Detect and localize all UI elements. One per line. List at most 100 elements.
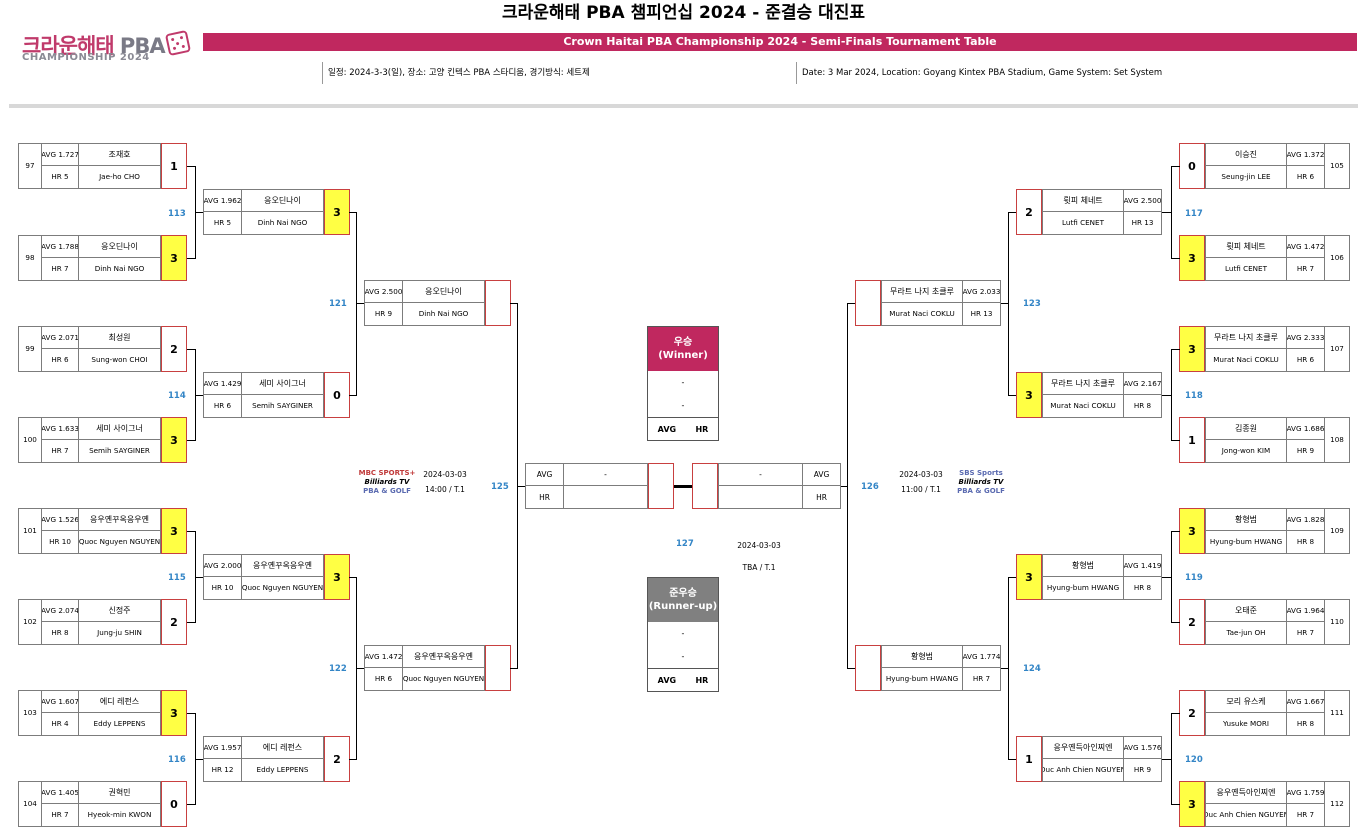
match-score: 3 [1016,372,1042,418]
banner: Crown Haitai PBA Championship 2024 - Sem… [203,33,1357,51]
bracket-line [1008,577,1009,760]
bracket-line [1008,759,1016,760]
player-hr: HR 6 [204,395,242,417]
header-rule [9,104,1358,108]
broadcast-left-c: PBA & GOLF [363,487,411,495]
bracket-line [349,212,357,213]
player-name-en: Hyung-bum HWANG [885,674,959,684]
schedule-left: 2024-03-03 14:00 / T.1 [410,467,480,497]
player-avg: AVG 2.000 [204,555,242,577]
match-number: 113 [168,209,186,219]
bracket-line [356,303,364,304]
player-hr: HR 6 [365,668,403,690]
player-hr: HR 9 [1286,440,1324,462]
bracket-line [1171,713,1172,805]
player-hr: HR 6 [1286,349,1324,371]
pba-logo-subtitle: CHAMPIONSHIP 2024 [22,52,150,63]
player-name-kr: 응오딘나이 [242,190,323,212]
winner-hr: HR [695,424,709,434]
player-name-kr: 륏피 체네트 [1206,236,1286,258]
player-name-en: Hyung-bum HWANG [1046,583,1120,593]
final-left-name: - [564,464,647,486]
player-name-en: Quoc Nguyen NGUYEN [79,537,160,547]
player-hr: HR 6 [42,349,79,371]
seed-number: 102 [19,600,42,644]
player-hr: HR 8 [1123,395,1161,417]
match-score: 1 [1179,417,1205,463]
player-name-kr: 에디 레펀스 [242,737,323,759]
player-avg: AVG 1.372 [1286,144,1324,166]
match-score: 3 [1179,326,1205,372]
player-avg: AVG 1.472 [365,646,403,668]
player-name-kr: 오태준 [1206,600,1286,622]
bracket-line [1171,804,1180,805]
match-score: 3 [1179,781,1205,827]
broadcast-right-c: PBA & GOLF [957,487,1005,495]
bracket-line [349,759,357,760]
seed-number: 101 [19,509,42,553]
player-avg: AVG 1.607 [42,691,79,713]
runnerup-label: 준우승 (Runner-up) [648,578,718,622]
schedule-right-time: 11:00 / T.1 [901,485,941,494]
player-hr: HR 9 [365,303,403,325]
player-name-en: Jong-won KIM [1221,446,1271,456]
player-name-en: Hyeok-min KWON [87,810,152,820]
player-name-en: Jae-ho CHO [99,172,140,182]
final-right-slot: - AVG HR [718,463,841,509]
player-name-en: Murat Naci COKLU [1050,401,1116,411]
bracket-line [349,395,357,396]
match-number: 114 [168,391,186,401]
match-score [485,280,511,326]
player-name-kr: 응우옌득아인찌엔 [1043,737,1123,759]
match-score: 0 [161,781,187,827]
match-score: 3 [1016,554,1042,600]
match-score: 3 [161,690,187,736]
bracket-line [1171,258,1180,259]
winner-label: 우승 (Winner) [648,327,718,371]
player-name-kr: 조재호 [79,144,160,166]
bracket-line [1162,395,1171,396]
bracket-line [1171,349,1180,350]
player-avg: AVG 2.033 [962,281,1000,303]
runnerup-line2: - [681,652,685,661]
player-name-kr: 응오딘나이 [79,236,160,258]
player-avg: AVG 2.333 [1286,327,1324,349]
match-score: 3 [161,235,187,281]
seed-number: 111 [1324,691,1349,735]
final-right-avg: AVG [802,464,840,486]
player-name-kr: 무라트 나지 초클루 [882,281,962,303]
match-score [485,645,511,691]
match-number: 122 [329,664,347,674]
match-number: 115 [168,573,186,583]
schedule-right-date: 2024-03-03 [899,470,943,479]
match-score: 1 [161,143,187,189]
player-avg: AVG 1.759 [1286,782,1324,804]
winner-avg: AVG [657,424,677,434]
player-name-kr: 세미 사이그너 [79,418,160,440]
bracket-line [1171,531,1180,532]
player-name-kr: 권혁민 [79,782,160,804]
bracket-line [1162,212,1171,213]
final-left-hr: HR [526,486,564,508]
player-avg: AVG 1.774 [962,646,1000,668]
broadcast-left-a: MBC SPORTS+ [358,469,416,477]
player-hr: HR 7 [42,804,79,826]
bracket-line [1171,349,1172,441]
seed-number: 110 [1324,600,1349,644]
player-name-en: Lutfi CENET [1225,264,1267,274]
player-avg: AVG 2.167 [1123,373,1161,395]
info-en: Date: 3 Mar 2024, Location: Goyang Kinte… [802,68,1163,78]
bracket-line [195,212,203,213]
match-score: 1 [1016,736,1042,782]
final-right-name: - [719,464,802,486]
seed-number: 108 [1324,418,1349,462]
player-avg: AVG 1.964 [1286,600,1324,622]
